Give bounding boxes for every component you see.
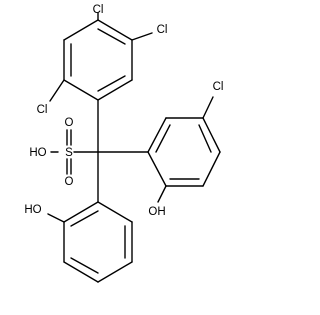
- phenol-hydroxyl-label-left: HO: [24, 204, 41, 216]
- structure-canvas: Cl Cl Cl Cl HO S O O OH HO: [24, 4, 224, 283]
- chlorine-label-top: Cl: [93, 4, 104, 16]
- sulfur-label: S: [65, 147, 73, 159]
- hydroxyphenyl-ring: [47, 151, 133, 283]
- phenol-hydroxyl-label-right: OH: [148, 206, 165, 218]
- sulfonic-hydroxyl-label: HO: [29, 147, 46, 159]
- chemical-structure-diagram: Cl Cl Cl Cl HO S O O OH HO: [24, 4, 224, 283]
- chlorine-label-left: Cl: [37, 104, 48, 116]
- sulfonyl-oxygen-label-top: O: [65, 117, 74, 129]
- sulfonyl-oxygen-label-bottom: O: [65, 176, 74, 188]
- chlorohydroxyphenyl-ring: [97, 96, 221, 203]
- chlorine-label-upper-right: Cl: [157, 24, 168, 36]
- trichlorophenyl-ring: [49, 12, 153, 153]
- sulfonic-acid-group: [50, 129, 99, 175]
- chlorine-label-right-ring: Cl: [213, 81, 224, 93]
